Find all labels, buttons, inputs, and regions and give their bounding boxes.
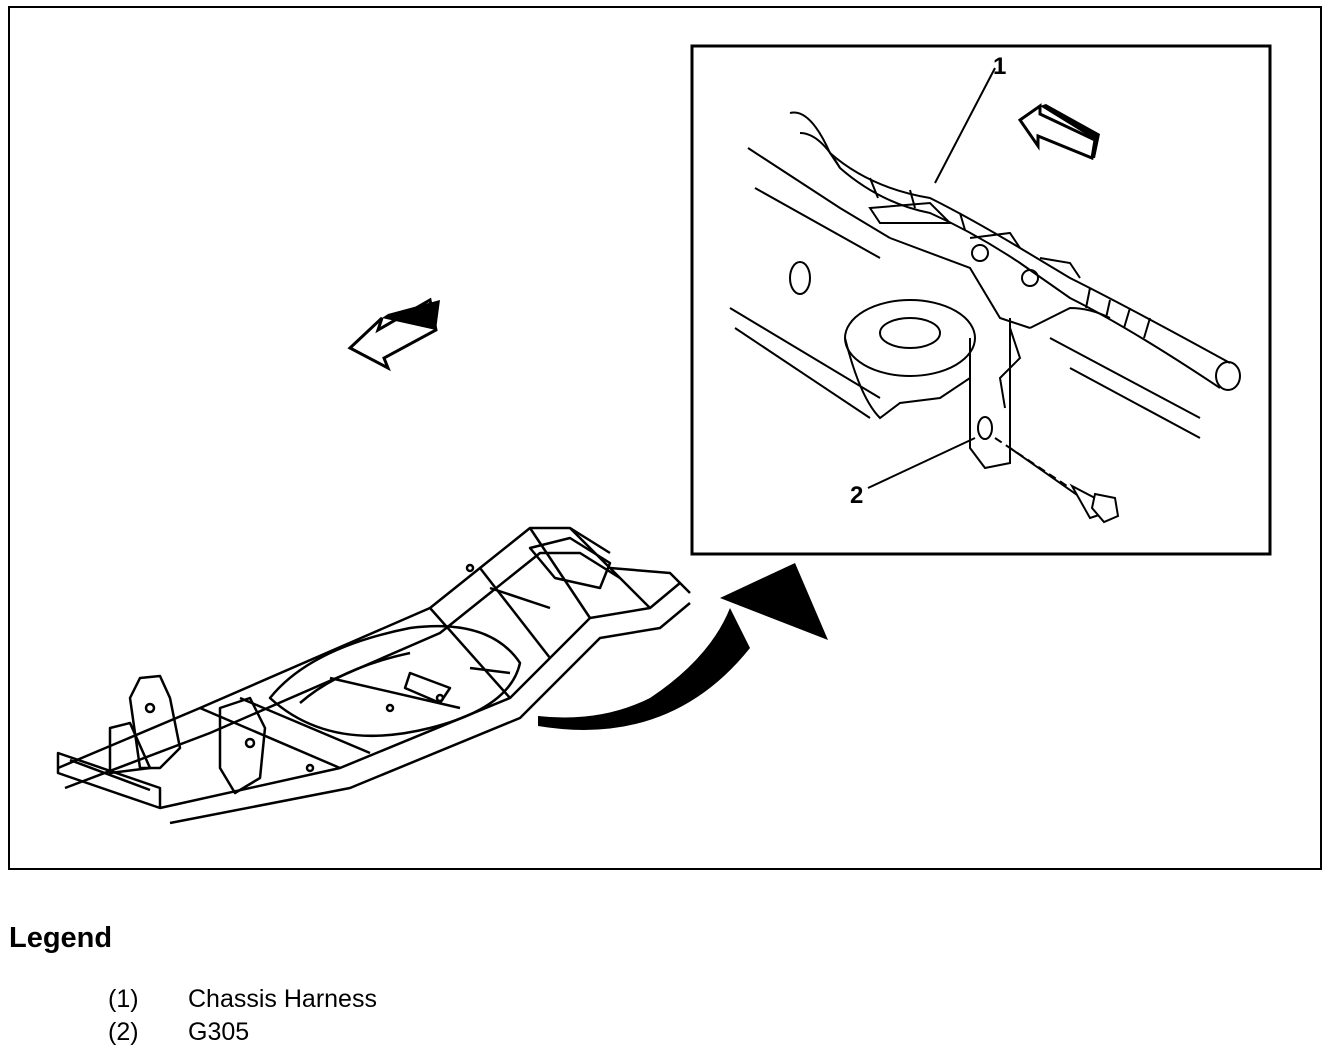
legend-item-label: G305 (188, 1018, 250, 1046)
legend-item-number: (2) (108, 1018, 139, 1046)
ground-bolt-g305 (977, 416, 1120, 524)
diagram-frame: 1 2 (8, 6, 1322, 870)
legend-title: Legend (9, 922, 113, 954)
zoom-pointer-arrow (538, 563, 828, 730)
chassis-harness (789, 111, 1241, 391)
detail-inset: 1 2 (690, 44, 1272, 556)
callout-2-leader (867, 437, 976, 489)
legend-item: (1) Chassis Harness (108, 985, 377, 1014)
frame-bracket (844, 201, 1111, 470)
vehicle-frame (56, 526, 691, 825)
callout-1: 1 (993, 53, 1006, 80)
forward-arrow-icon (347, 297, 440, 372)
callout-2: 2 (850, 482, 863, 509)
legend-item-number: (1) (108, 985, 139, 1013)
legend-item: (2) G305 (108, 1018, 249, 1047)
inset-forward-arrow-icon (1017, 103, 1100, 161)
legend-item-label: Chassis Harness (188, 985, 377, 1013)
callout-1-leader (934, 67, 996, 184)
diagram-drawing: 1 2 (56, 44, 1272, 825)
